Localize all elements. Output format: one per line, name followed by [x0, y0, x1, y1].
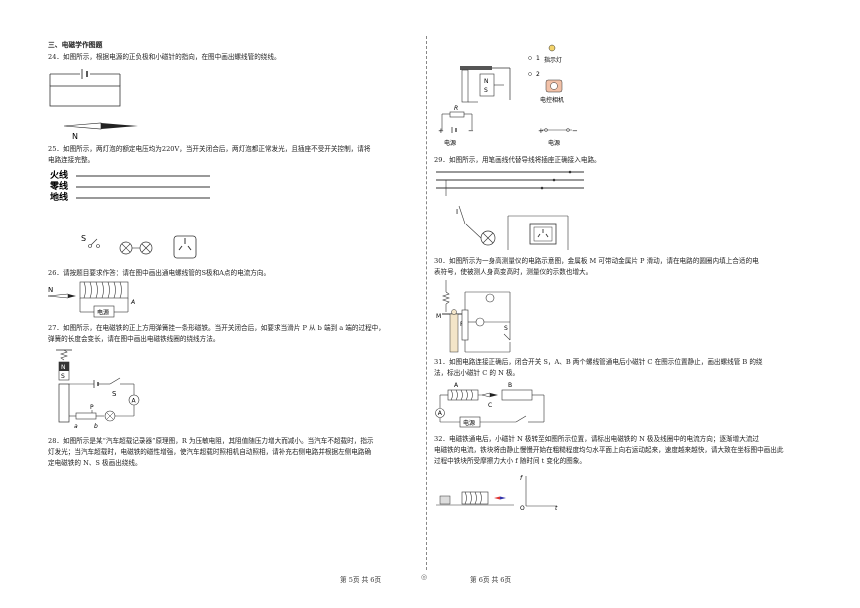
- question-32-line3: 过程中铁块所受摩擦力大小 f 随时间 t 变化的图象。: [434, 457, 586, 465]
- q24-n-label: N: [72, 132, 78, 141]
- question-27-line1: 27．如图所示，在电磁铁的正上方用弹簧挂一条形磁铁。当开关闭合后，如要求当滑片 …: [48, 324, 385, 332]
- question-31-line2: 法，标出小磁针 C 的 N 极。: [434, 369, 520, 377]
- center-mark-icon: ◎: [421, 573, 428, 581]
- question-27-line2: 弹簧的长度会变长，请在图中画出电磁铁线圈的绕线方法。: [48, 335, 220, 343]
- q26-n-label: N: [48, 286, 53, 294]
- q30-m-label: M: [436, 313, 441, 320]
- q27-ammeter-label: A: [132, 398, 137, 405]
- question-28-line2: 灯发光；当汽车超载时，电磁铁的磁性增强，使汽车超载时照相机自动照相，请补充右侧电…: [48, 448, 372, 456]
- figure-q25: 火线 零线 地线 S: [48, 168, 228, 266]
- q28-source-left-label: 电源: [444, 139, 456, 147]
- q27-n-label: N: [61, 364, 66, 371]
- q32-t-label: t: [555, 505, 558, 510]
- figure-q26: N A 电源: [46, 278, 156, 322]
- column-divider: [426, 36, 427, 570]
- figure-q28: N S R + − 电源 1 指示灯 2 电控相机 +: [432, 40, 592, 148]
- q27-s-label: S: [61, 373, 65, 380]
- solenoid-box: [49, 85, 121, 107]
- question-32-line1: 32．电磁铁通电后，小磁针 N 极转至如图所示位置，请标出电磁铁的 N 极及线圈…: [434, 435, 760, 443]
- q25-zero-label: 零线: [49, 180, 68, 192]
- figure-q27: N S S A P a b: [54, 348, 174, 430]
- q28-lamp-label: 指示灯: [544, 56, 562, 64]
- q28-source-right-label: 电源: [548, 139, 560, 147]
- svg-text:+: +: [538, 127, 544, 135]
- figure-q30: M P R S: [434, 278, 524, 358]
- q28-two-label: 2: [536, 71, 540, 78]
- q31-a-label: A: [454, 382, 459, 389]
- section-title: 三、电磁学作图题: [48, 41, 103, 49]
- question-30-line1: 30．如图所示为一身高测量仪的电路示意图，金属板 M 可带动金属片 P 滑动，请…: [434, 257, 759, 265]
- q27-p-label: P: [90, 404, 94, 411]
- figure-q29: I: [434, 166, 594, 252]
- q28-r-label: R: [454, 105, 458, 112]
- svg-text:−: −: [468, 127, 474, 135]
- question-29: 29．如图所示，用笔画线代替导线将插座正确接入电路。: [434, 156, 601, 164]
- question-24: 24．如图所示，根据电源的正负极和小磁针的指向，在图中画出螺线管的绕线。: [48, 53, 281, 61]
- q29-i-label: I: [456, 208, 458, 216]
- q25-fire-label: 火线: [50, 169, 68, 181]
- question-25-line1: 25．如图所示，两灯泡的额定电压均为220V，当开关闭合后，两灯泡都正常发光，且…: [48, 145, 371, 153]
- q26-a-label: A: [130, 299, 135, 306]
- question-28-line1: 28．如图所示是某“汽车超载记录器”原理图，R 为压敏电阻，其阻值随压力增大而减…: [48, 437, 374, 445]
- q28-s-label: S: [484, 87, 488, 94]
- q26-source-label: 电源: [97, 309, 109, 317]
- q28-camera-label: 电控相机: [540, 96, 564, 104]
- q31-source-label: 电源: [463, 419, 475, 427]
- svg-text:−: −: [572, 127, 578, 135]
- question-32-line2: 电磁铁的电流，铁块将由静止慢慢开始在粗糙程度均匀水平面上向右运动起来，速度越来越…: [434, 446, 784, 454]
- question-30-line2: 表符号，使被测人身高变高时，测量仪的示数也增大。: [434, 268, 593, 276]
- q31-b-label: B: [508, 382, 512, 389]
- question-31-line1: 31．如图电路连接正确后，闭合开关 S，A、B 两个螺线管通电后小磁针 C 在图…: [434, 358, 763, 366]
- q28-one-label: 1: [536, 55, 540, 62]
- question-26: 26．请按题目要求作答：请在图中画出通电螺线管的S极和A点的电流方向。: [48, 269, 271, 277]
- svg-text:+: +: [438, 127, 444, 135]
- question-25-line2: 电路连接完整。: [48, 156, 95, 164]
- figure-q32: f t O: [434, 470, 564, 510]
- q28-n-label: N: [484, 78, 489, 85]
- q27-switch-label: S: [112, 390, 117, 398]
- q25-switch-label: S: [81, 234, 86, 243]
- q30-s-label: S: [504, 325, 508, 332]
- figure-q24: N: [46, 66, 166, 146]
- q27-a-label: a: [74, 423, 78, 430]
- footer-right: 第 6页 共 6页: [470, 576, 512, 584]
- q31-c-label: C: [488, 402, 492, 409]
- q31-ammeter-label: A: [438, 410, 443, 417]
- question-28-line3: 定电磁铁的 N、S 极画出绕线。: [48, 459, 142, 467]
- footer-left: 第 5页 共 6页: [340, 576, 382, 584]
- q25-ground-label: 地线: [50, 191, 68, 203]
- q32-f-label: f: [520, 475, 523, 482]
- figure-q31: A B C A 电源: [432, 380, 552, 428]
- q32-o-label: O: [520, 505, 525, 510]
- q27-b-label: b: [94, 423, 98, 430]
